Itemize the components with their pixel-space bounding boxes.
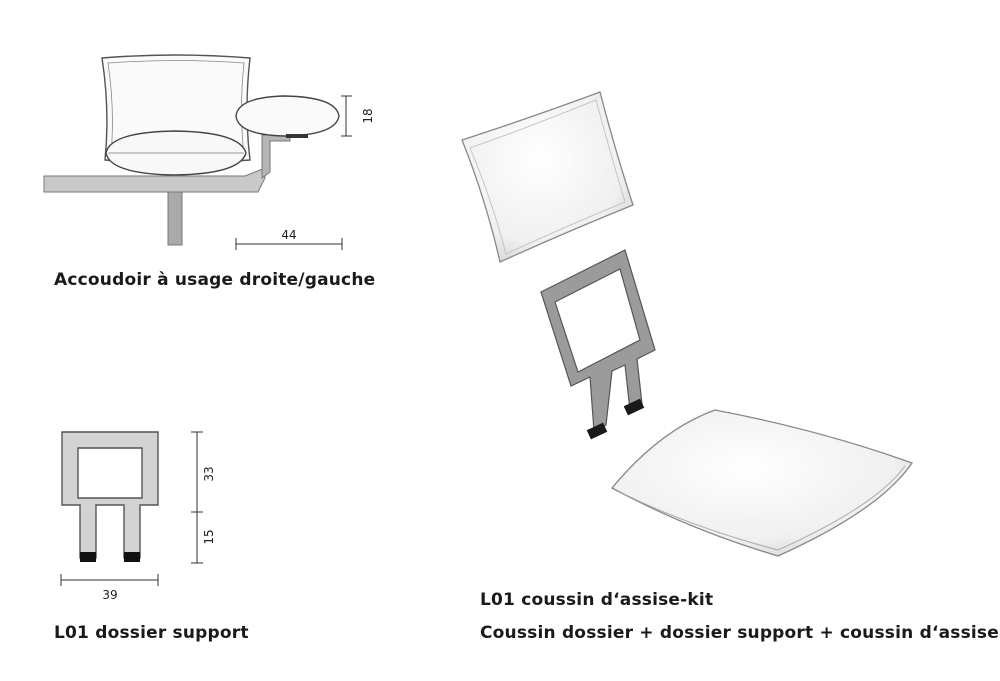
- support-foot-left: [80, 552, 96, 562]
- kit-back-cushion: [461, 91, 634, 263]
- kit-subtitle: Coussin dossier + dossier support + cous…: [480, 623, 999, 643]
- armrest-bracket: [261, 134, 291, 179]
- support-frame: [61, 431, 159, 559]
- armrest-dim-width: 44: [281, 228, 296, 242]
- kit-drawing: [461, 91, 914, 557]
- armrest-drawing: [43, 54, 352, 250]
- support-drawing: [60, 431, 203, 586]
- armrest-cushion: [235, 95, 340, 137]
- armrest-dim-height: 18: [361, 108, 375, 123]
- armrest-caption: Accoudoir à usage droite/gauche: [54, 270, 376, 290]
- kit-title: L01 coussin d‘assise-kit: [480, 590, 714, 610]
- support-dim-top: 33: [202, 466, 216, 481]
- support-caption: L01 dossier support: [54, 623, 249, 643]
- support-dim-bottom: 15: [202, 529, 216, 544]
- kit-seat-cushion: [610, 409, 914, 557]
- armrest-leg: [167, 191, 183, 246]
- support-dim-width: 39: [102, 588, 117, 602]
- support-foot-right: [124, 552, 140, 562]
- kit-support-frame: [540, 249, 656, 432]
